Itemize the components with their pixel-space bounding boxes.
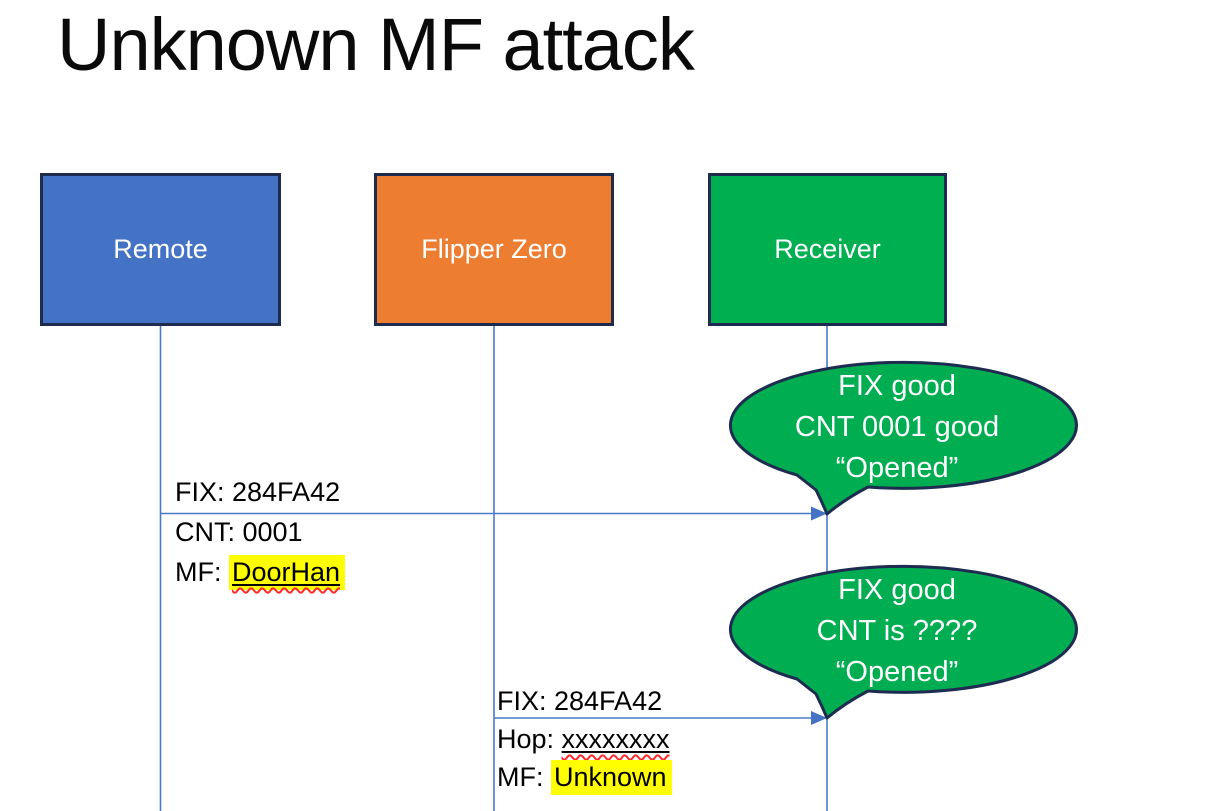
callout-line: “Opened” — [835, 656, 959, 688]
misspelled-term: DoorHan — [229, 555, 346, 590]
actor-label-receiver: Receiver — [774, 234, 881, 264]
message-line: MF: DoorHan — [175, 552, 346, 592]
message-arrow-remote-to-receiver — [161, 506, 827, 521]
speech-bubble-text-1: FIX good CNT 0001 good “Opened” — [737, 366, 1057, 489]
callout-line: CNT is ???? — [816, 615, 978, 647]
message-line: FIX: 284FA42 — [175, 477, 341, 507]
callout-line: FIX good — [838, 370, 956, 402]
actor-box-receiver: Receiver — [708, 173, 947, 326]
speech-bubble-1 — [728, 360, 1078, 516]
slide-title: Unknown MF attack — [57, 3, 695, 86]
callout-line: CNT 0001 good — [794, 411, 1000, 443]
arrowhead-icon — [811, 711, 827, 725]
actor-label-remote: Remote — [113, 234, 208, 264]
arrowhead-icon — [811, 506, 827, 521]
actor-label-flipper-zero: Flipper Zero — [421, 234, 567, 264]
highlighted-term: Unknown — [551, 760, 672, 795]
message-label-1: FIX: 284FA42 CNT: 0001 MF: DoorHan — [175, 472, 346, 592]
message-arrow-flipper-to-receiver — [494, 711, 827, 725]
message-label-2: FIX: 284FA42 Hop: xxxxxxxx MF: Unknown — [497, 682, 672, 796]
message-line: Hop: xxxxxxxx — [497, 724, 670, 754]
message-line: MF: Unknown — [497, 758, 672, 796]
actor-box-remote: Remote — [40, 173, 281, 326]
message-line: FIX: 284FA42 — [497, 686, 663, 716]
message-line: CNT: 0001 — [175, 517, 303, 547]
callout-line: “Opened” — [835, 452, 959, 484]
actor-box-flipper-zero: Flipper Zero — [374, 173, 614, 326]
speech-bubble-2 — [728, 564, 1078, 720]
callout-line: FIX good — [838, 574, 956, 606]
misspelled-term: xxxxxxxx — [561, 724, 670, 754]
speech-bubble-text-2: FIX good CNT is ???? “Opened” — [737, 570, 1057, 693]
